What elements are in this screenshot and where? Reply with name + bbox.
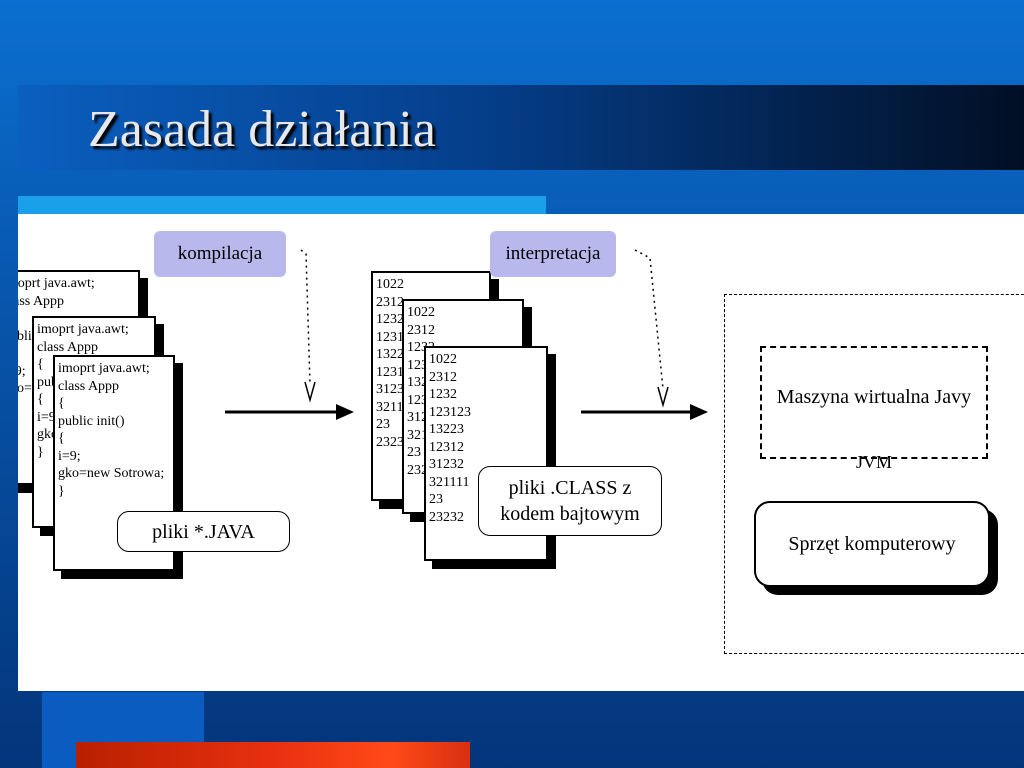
footer-red-bar	[76, 742, 470, 768]
diagram-panel: imoprt java.awt; class Appp { public ini…	[18, 214, 1024, 691]
hardware-box: Sprzęt komputerowy	[754, 501, 990, 587]
compile-dotted-pointer	[300, 249, 316, 403]
jvm-label: Maszyna wirtualna Javy	[776, 386, 972, 408]
slide-title: Zasada działania	[88, 101, 436, 158]
compile-label: kompilacja	[154, 231, 286, 277]
accent-bar	[18, 196, 546, 214]
runtime-boundary	[724, 294, 1024, 654]
title-band	[18, 85, 1024, 170]
compile-arrow	[225, 404, 354, 420]
interpret-label: interpretacja	[490, 231, 616, 277]
jvm-abbreviation: JVM	[855, 452, 892, 472]
interpret-dotted-pointer	[634, 249, 669, 408]
interpret-arrow	[581, 404, 708, 420]
flow-arrows	[225, 249, 708, 420]
class-files-bubble: pliki .CLASS z kodem bajtowym	[478, 466, 662, 536]
java-files-bubble: pliki *.JAVA	[117, 511, 290, 552]
jvm-box	[760, 346, 988, 459]
